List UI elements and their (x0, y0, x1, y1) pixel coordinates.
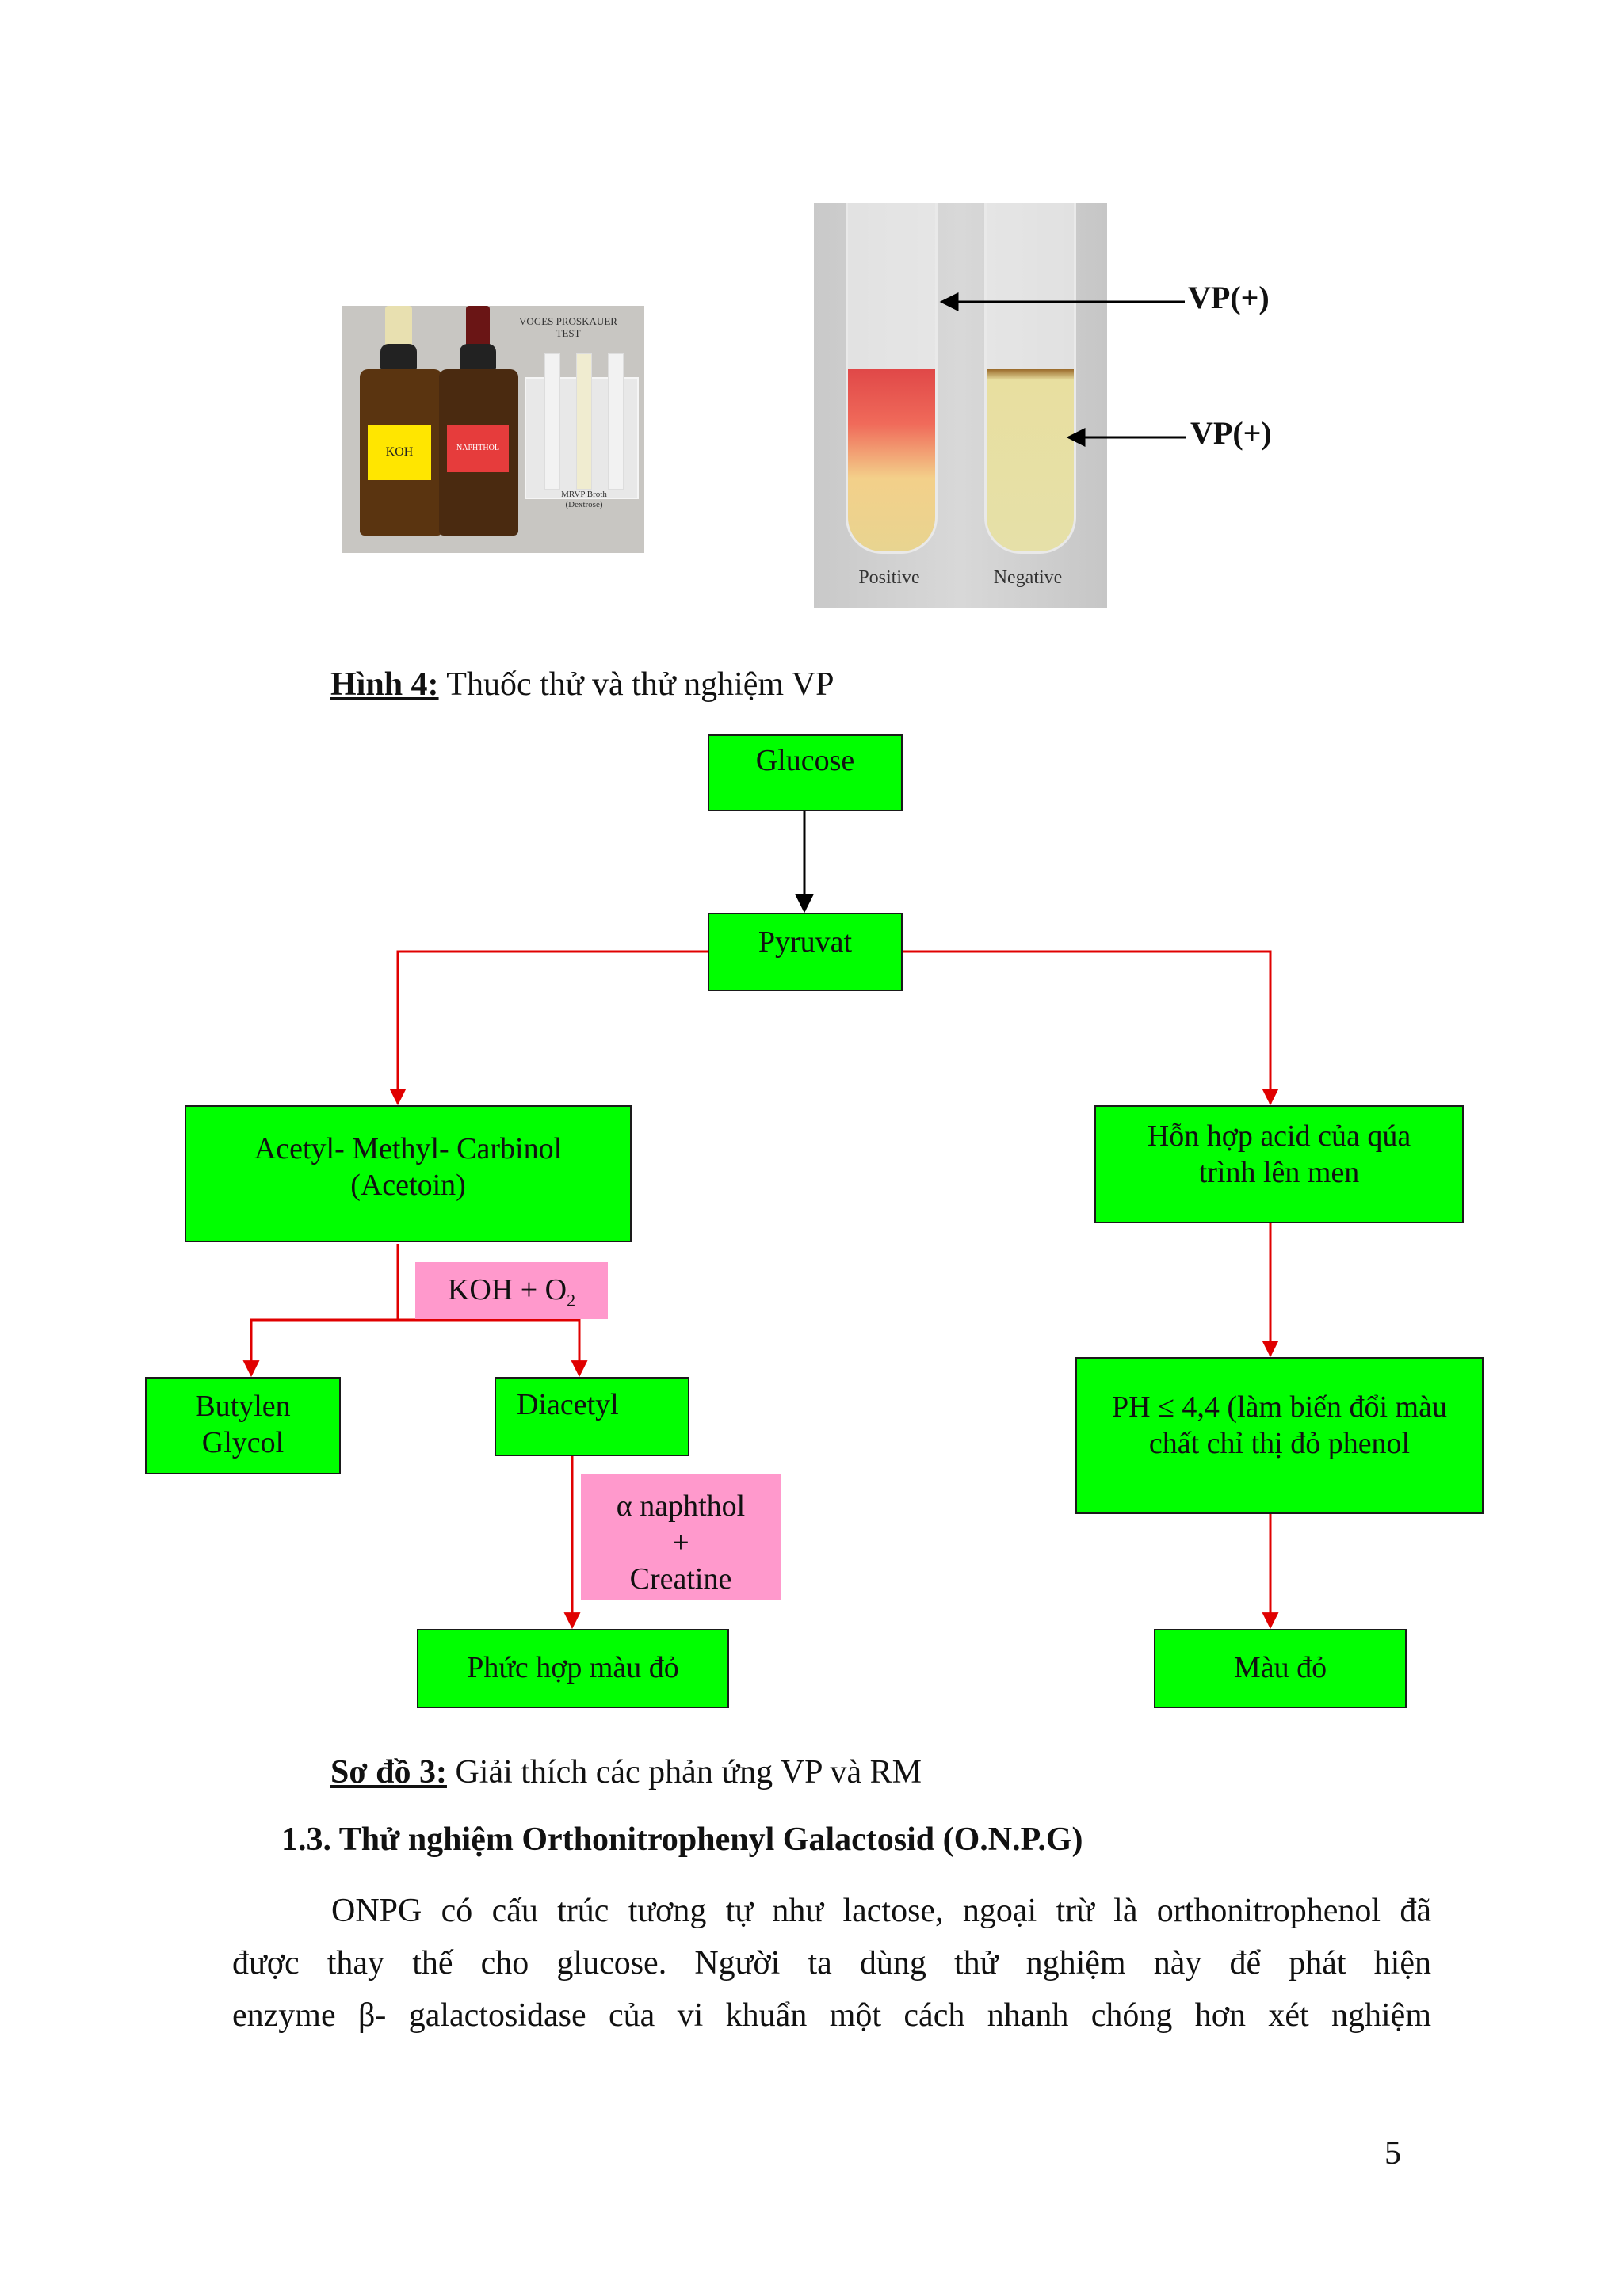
negative-label: Negative (993, 567, 1063, 588)
node-red-complex: Phức hợp màu đỏ (417, 1629, 729, 1708)
figure4-caption-text: Thuốc thử và thử nghiệm VP (438, 666, 834, 703)
photo-header: VOGES PROSKAUER TEST (501, 315, 636, 339)
paragraph-line-1: ONPG có cấu trúc tương tự như lactose, n… (331, 1893, 1431, 1929)
node-butylen-line2: Glycol (201, 1426, 285, 1459)
node-diacetyl: Diacetyl (495, 1377, 689, 1456)
broth-label-line1: MRVP Broth (561, 490, 607, 499)
diagram-caption: Sơ đồ 3: Giải thích các phản ứng VP và R… (330, 1753, 922, 1791)
section-heading: 1.3. Thử nghiệm Orthonitrophenyl Galacto… (281, 1821, 1083, 1858)
photo-header-line1: VOGES PROSKAUER (519, 315, 617, 327)
reagent-koh-o2: KOH + O2 (415, 1262, 608, 1319)
arrow-pyruvat-acid (903, 950, 1279, 1106)
reagent-naphthol-creatine: α naphthol + Creatine (581, 1474, 781, 1600)
tube-c (608, 353, 624, 490)
diagram-caption-label: Sơ đồ 3: (330, 1754, 447, 1791)
vp-label-bottom: VP(+) (1190, 415, 1272, 451)
reagent-koh-o2-text: KOH + O (447, 1273, 567, 1306)
vp-tubes-photo: Positive Negative (814, 203, 1107, 608)
broth-label: MRVP Broth (Dextrose) (540, 490, 628, 510)
koh-cap (380, 344, 417, 372)
node-acid-line1: Hỗn hợp acid của qúa (1147, 1119, 1411, 1153)
paragraph-line-3: enzyme β- galactosidase của vi khuẩn một… (232, 1997, 1431, 2034)
broth-label-line2: (Dextrose) (565, 500, 603, 509)
node-acetoin: Acetyl- Methyl- Carbinol (Acetoin) (185, 1105, 632, 1242)
reagent-naphthol-line3: Creatine (629, 1562, 732, 1596)
node-acid-line2: trình lên men (1198, 1156, 1360, 1189)
tube-a (544, 353, 560, 490)
positive-liquid (848, 369, 935, 551)
positive-tube (846, 203, 938, 554)
naphthol-label: NAPHTHOL (447, 425, 509, 472)
koh-label: KOH (368, 425, 431, 480)
figure4-caption-label: Hình 4: (330, 666, 439, 703)
node-ph: PH ≤ 4,4 (làm biến đổi màu chất chỉ thị … (1075, 1357, 1484, 1514)
arrow-to-butylen (242, 1318, 398, 1378)
positive-label: Positive (858, 567, 920, 588)
node-red-color: Màu đỏ (1154, 1629, 1407, 1708)
arrow-to-diacetyl (398, 1318, 588, 1378)
naphthol-cap (460, 344, 496, 372)
arrow-pyruvat-acetoin (389, 950, 708, 1106)
reagents-photo: VOGES PROSKAUER TEST MRVP Broth (Dextros… (342, 306, 644, 553)
node-glucose: Glucose (708, 734, 903, 811)
node-butylen-glycol: Butylen Glycol (145, 1377, 341, 1474)
node-acetoin-line1: Acetyl- Methyl- Carbinol (254, 1132, 563, 1165)
node-ph-line1: PH ≤ 4,4 (làm biến đổi màu (1112, 1390, 1447, 1424)
negative-tube (984, 203, 1076, 554)
reagent-koh-o2-subscript: 2 (567, 1290, 576, 1310)
diagram-caption-text: Giải thích các phản ứng VP và RM (446, 1754, 922, 1791)
node-butylen-line1: Butylen (195, 1390, 291, 1423)
reagent-naphthol-line2: + (672, 1526, 689, 1559)
node-ph-line2: chất chỉ thị đỏ phenol (1148, 1427, 1411, 1460)
reagent-naphthol-line1: α naphthol (616, 1489, 746, 1523)
photo-header-line2: TEST (556, 327, 581, 339)
figure4-caption: Hình 4: Thuốc thử và thử nghiệm VP (330, 666, 834, 704)
node-acid-mixture: Hỗn hợp acid của qúa trình lên men (1094, 1105, 1464, 1223)
node-acetoin-line2: (Acetoin) (350, 1169, 466, 1202)
node-pyruvat: Pyruvat (708, 913, 903, 991)
page-number: 5 (1384, 2135, 1401, 2172)
paragraph-line-2: được thay thế cho glucose. Người ta dùng… (232, 1945, 1431, 1981)
tube-b (576, 353, 592, 490)
vp-label-top: VP(+) (1188, 280, 1270, 315)
negative-liquid (987, 369, 1074, 551)
